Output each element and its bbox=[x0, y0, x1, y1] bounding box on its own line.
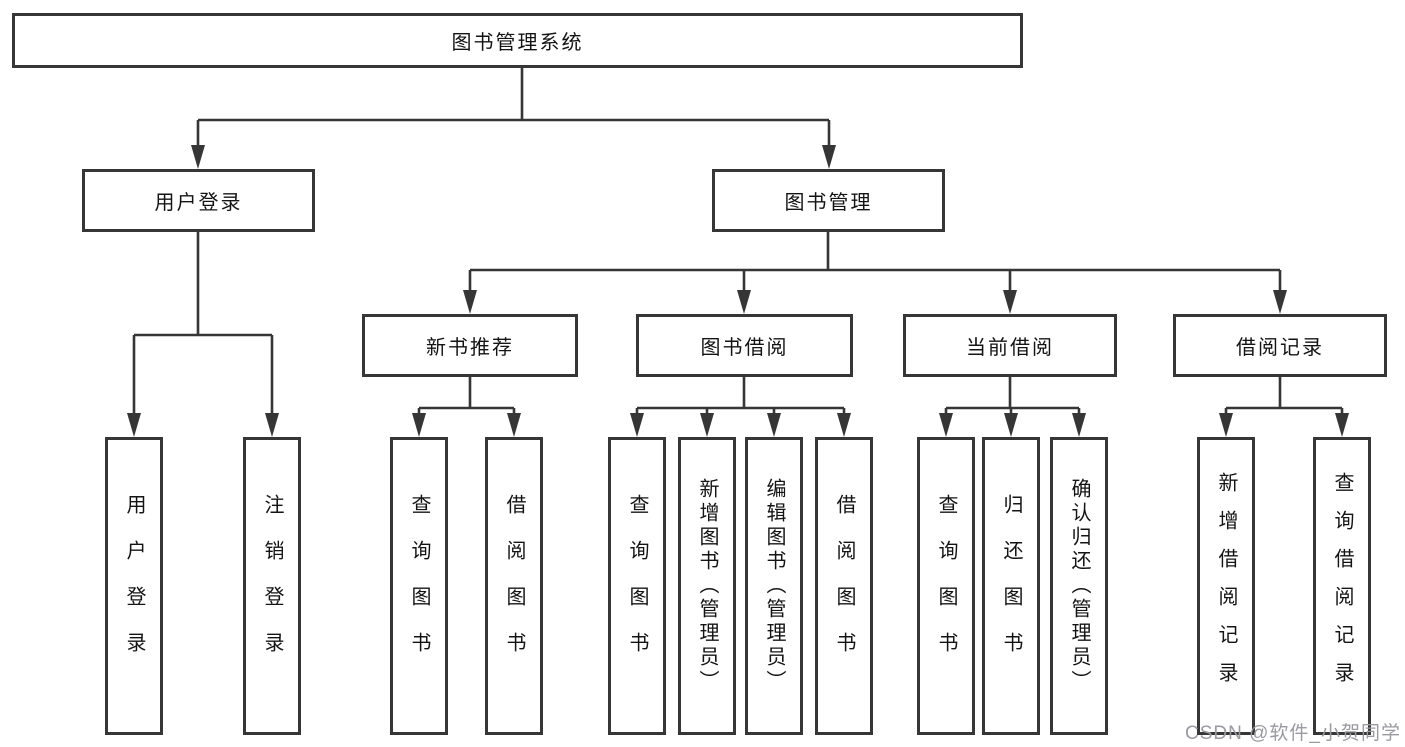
node-root-library-system: 图书管理系统 bbox=[12, 13, 1023, 68]
leaf-borrow-books-recommend-label: 借阅图书 bbox=[503, 494, 525, 678]
node-new-book-recommend-label: 新书推荐 bbox=[426, 337, 514, 359]
leaf-query-books-current: 查询图书 bbox=[917, 437, 975, 735]
node-user-login: 用户登录 bbox=[82, 169, 315, 232]
leaf-query-books-recommend-label: 查询图书 bbox=[408, 494, 430, 678]
leaf-confirm-return-admin-label: 确认归还（管理员） bbox=[1068, 478, 1090, 694]
leaf-confirm-return-admin: 确认归还（管理员） bbox=[1050, 437, 1108, 735]
node-root-label: 图书管理系统 bbox=[451, 32, 584, 54]
leaf-edit-books-admin-label: 编辑图书（管理员） bbox=[763, 478, 785, 694]
leaf-query-books-recommend: 查询图书 bbox=[390, 437, 448, 735]
node-book-borrow-label: 图书借阅 bbox=[700, 337, 789, 359]
node-borrow-records: 借阅记录 bbox=[1173, 314, 1387, 377]
leaf-borrow-books: 借阅图书 bbox=[815, 437, 873, 735]
leaf-user-login-label: 用户登录 bbox=[123, 494, 145, 678]
leaf-edit-books-admin: 编辑图书（管理员） bbox=[745, 437, 803, 735]
node-borrow-records-label: 借阅记录 bbox=[1236, 337, 1324, 359]
arrowheads bbox=[127, 145, 1349, 437]
leaf-query-books-borrow: 查询图书 bbox=[608, 437, 666, 735]
node-book-management: 图书管理 bbox=[712, 169, 945, 232]
leaf-query-books-current-label: 查询图书 bbox=[935, 494, 957, 678]
node-user-login-label: 用户登录 bbox=[154, 192, 243, 214]
node-book-borrow: 图书借阅 bbox=[636, 314, 853, 377]
leaf-query-borrow-record: 查询借阅记录 bbox=[1313, 437, 1371, 735]
node-current-borrow: 当前借阅 bbox=[903, 314, 1117, 377]
leaf-borrow-books-label: 借阅图书 bbox=[833, 494, 855, 678]
leaf-return-books: 归还图书 bbox=[982, 437, 1040, 735]
leaf-return-books-label: 归还图书 bbox=[1000, 494, 1022, 678]
leaf-user-login: 用户登录 bbox=[105, 437, 163, 735]
csdn-watermark: CSDN @软件_小贺同学 bbox=[1185, 723, 1401, 744]
node-book-management-label: 图书管理 bbox=[784, 192, 873, 214]
leaf-borrow-books-recommend: 借阅图书 bbox=[485, 437, 543, 735]
leaf-logout: 注销登录 bbox=[243, 437, 301, 735]
node-new-book-recommend: 新书推荐 bbox=[362, 314, 578, 377]
leaf-logout-label: 注销登录 bbox=[261, 494, 283, 678]
leaf-add-books-admin-label: 新增图书（管理员） bbox=[696, 478, 718, 694]
leaf-add-borrow-record: 新增借阅记录 bbox=[1197, 437, 1255, 735]
leaf-add-borrow-record-label: 新增借阅记录 bbox=[1215, 472, 1237, 700]
leaf-query-books-borrow-label: 查询图书 bbox=[626, 494, 648, 678]
leaf-query-borrow-record-label: 查询借阅记录 bbox=[1331, 472, 1353, 700]
leaf-add-books-admin: 新增图书（管理员） bbox=[678, 437, 736, 735]
node-current-borrow-label: 当前借阅 bbox=[966, 337, 1054, 359]
